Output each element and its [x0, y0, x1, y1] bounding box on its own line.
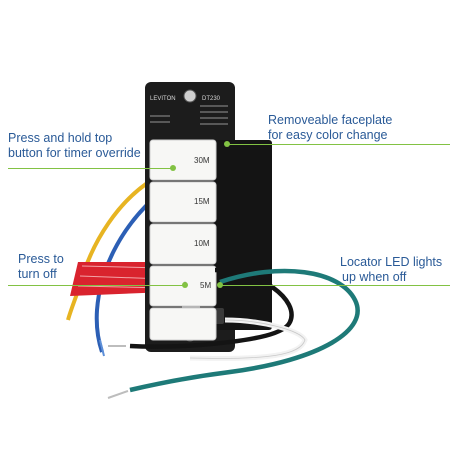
callout-press-off-line1: Press to [18, 252, 64, 266]
green-wire [129, 268, 360, 393]
callout-press-hold-line2: button for timer override [8, 146, 141, 160]
rocker-buttons [149, 139, 217, 341]
brand-label: LEVITON [150, 96, 176, 102]
leader-faceplate-dot [224, 141, 230, 147]
callout-faceplate-line2: for easy color change [268, 128, 388, 142]
callout-locator: Locator LED lights up when off [340, 255, 442, 285]
callout-press-off: Press to turn off [18, 252, 64, 282]
button-label-5m: 5M [200, 281, 212, 290]
leader-press-hold-dot [170, 165, 176, 171]
callout-locator-line2: up when off [342, 270, 407, 284]
callout-locator-line1: Locator LED lights [340, 255, 443, 269]
leader-press-hold [8, 168, 172, 170]
callout-press-hold-line1: Press and hold top [8, 131, 113, 145]
yellow-wire [66, 178, 154, 321]
leader-locator [220, 285, 450, 287]
button-label-15m: 15M [194, 197, 210, 206]
green-wire-tip [107, 390, 129, 399]
callout-press-hold: Press and hold top button for timer over… [8, 131, 141, 161]
callout-faceplate: Removeable faceplate for easy color chan… [268, 113, 392, 143]
blue-wire-tip [99, 339, 105, 357]
leader-faceplate [226, 144, 450, 146]
button-label-10m: 10M [194, 239, 210, 248]
model-label: DT230 [202, 96, 221, 102]
callout-faceplate-line1: Removeable faceplate [268, 113, 393, 127]
leader-press-off-dot [182, 282, 188, 288]
callout-press-off-line2: turn off [18, 267, 57, 281]
leader-locator-dot [217, 282, 223, 288]
leader-press-off [8, 285, 185, 287]
button-label-30m: 30M [194, 156, 210, 165]
blue-wire [94, 198, 154, 353]
